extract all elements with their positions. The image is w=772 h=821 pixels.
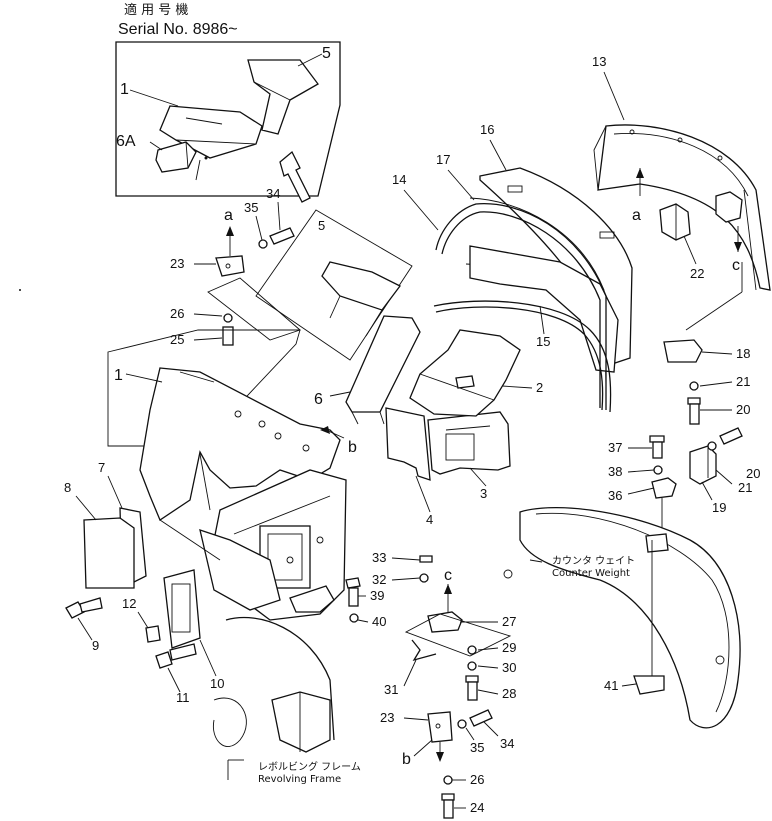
- callout-6a-inset: 6A: [116, 133, 136, 150]
- callout-23-top: 23: [170, 256, 184, 271]
- seal-14: [435, 203, 607, 410]
- serial-number: Serial No. 8986~: [118, 21, 238, 38]
- callout-34-top: 34: [266, 186, 280, 201]
- callout-35-bottom: 35: [470, 740, 484, 755]
- callout-8: 8: [64, 480, 71, 495]
- callout-1: 1: [114, 367, 123, 384]
- revolving-frame: [212, 616, 335, 780]
- panel-4: [385, 407, 431, 481]
- bracket-36: [651, 477, 677, 540]
- bracket-23-top: [207, 226, 301, 346]
- cover-8: [83, 517, 135, 589]
- up-arrow-icon: [279, 150, 311, 203]
- plate-10: [145, 569, 201, 669]
- bracket-19: [689, 427, 743, 485]
- panel-6: [345, 315, 421, 425]
- callout-10: 10: [210, 676, 224, 691]
- callout-28: 28: [502, 686, 516, 701]
- callout-34-bottom: 34: [500, 736, 514, 751]
- frame-assembly: [107, 329, 347, 621]
- callout-11: 11: [176, 690, 190, 705]
- callout-3: 3: [480, 486, 487, 501]
- callout-19: 19: [712, 500, 726, 515]
- callout-13: 13: [592, 54, 606, 69]
- applicability-label: 適 用 号 機: [124, 2, 188, 18]
- callout-30: 30: [502, 660, 516, 675]
- callout-31: 31: [384, 682, 398, 697]
- callout-24: 24: [470, 800, 484, 815]
- counter-weight-en: Counter Weight: [552, 568, 630, 579]
- callout-21-b: 21: [738, 480, 752, 495]
- callout-36: 36: [608, 488, 622, 503]
- panel-3: [427, 411, 511, 475]
- callout-26-bottom: 26: [470, 772, 484, 787]
- callout-b-bottom: b: [402, 751, 411, 768]
- revolving-frame-jp: レボルビング フレーム: [258, 760, 361, 773]
- callout-21-a: 21: [736, 374, 750, 389]
- hood-13: [593, 124, 771, 291]
- callout-37: 37: [608, 440, 622, 455]
- callout-17: 17: [436, 152, 450, 167]
- callout-1-inset: 1: [120, 81, 129, 98]
- callout-35-top: 35: [244, 200, 258, 215]
- callout-4: 4: [426, 512, 433, 527]
- bracket-23-bottom: [427, 709, 493, 819]
- bolt-9: [65, 597, 103, 619]
- callout-15: 15: [536, 334, 550, 349]
- callout-c-right: c: [732, 257, 740, 274]
- bolt-37: [649, 435, 665, 475]
- bumper-upper: [715, 191, 743, 223]
- plate-5: [255, 209, 413, 361]
- inset-box: [115, 41, 341, 197]
- bolt-39: [345, 577, 361, 623]
- callout-41: 41: [604, 678, 618, 693]
- callout-c-mid: c: [444, 567, 452, 584]
- bracket-18: [663, 262, 743, 425]
- callout-33: 33: [372, 550, 386, 565]
- callout-5-inset: 5: [322, 45, 331, 62]
- callout-6: 6: [314, 391, 323, 408]
- callout-23-bottom: 23: [380, 710, 394, 725]
- callout-38: 38: [608, 464, 622, 479]
- callout-a-right: a: [632, 207, 641, 224]
- callout-29: 29: [502, 640, 516, 655]
- callout-40: 40: [372, 614, 386, 629]
- callout-12: 12: [122, 596, 136, 611]
- bumper-22: [659, 203, 691, 241]
- callout-9: 9: [92, 638, 99, 653]
- callout-22: 22: [690, 266, 704, 281]
- revolving-frame-en: Revolving Frame: [258, 774, 341, 785]
- callout-2: 2: [536, 380, 543, 395]
- bracket-27: [404, 584, 512, 701]
- panel-2: [409, 329, 521, 417]
- counter-weight-jp: カウンタ ウェイト: [552, 555, 635, 567]
- callout-20-b: 20: [746, 466, 760, 481]
- callout-7: 7: [98, 460, 105, 475]
- callout-14: 14: [392, 172, 406, 187]
- callout-a-top: a: [224, 207, 233, 224]
- callout-27: 27: [502, 614, 516, 629]
- seal-15: [433, 300, 612, 413]
- callout-26-top: 26: [170, 306, 184, 321]
- callout-5: 5: [318, 218, 325, 233]
- callout-32: 32: [372, 572, 386, 587]
- callout-20: 20: [736, 402, 750, 417]
- callout-39: 39: [370, 588, 384, 603]
- callout-16: 16: [480, 122, 494, 137]
- callout-18: 18: [736, 346, 750, 361]
- counter-weight: [503, 507, 741, 729]
- callout-b-mid: b: [348, 439, 357, 456]
